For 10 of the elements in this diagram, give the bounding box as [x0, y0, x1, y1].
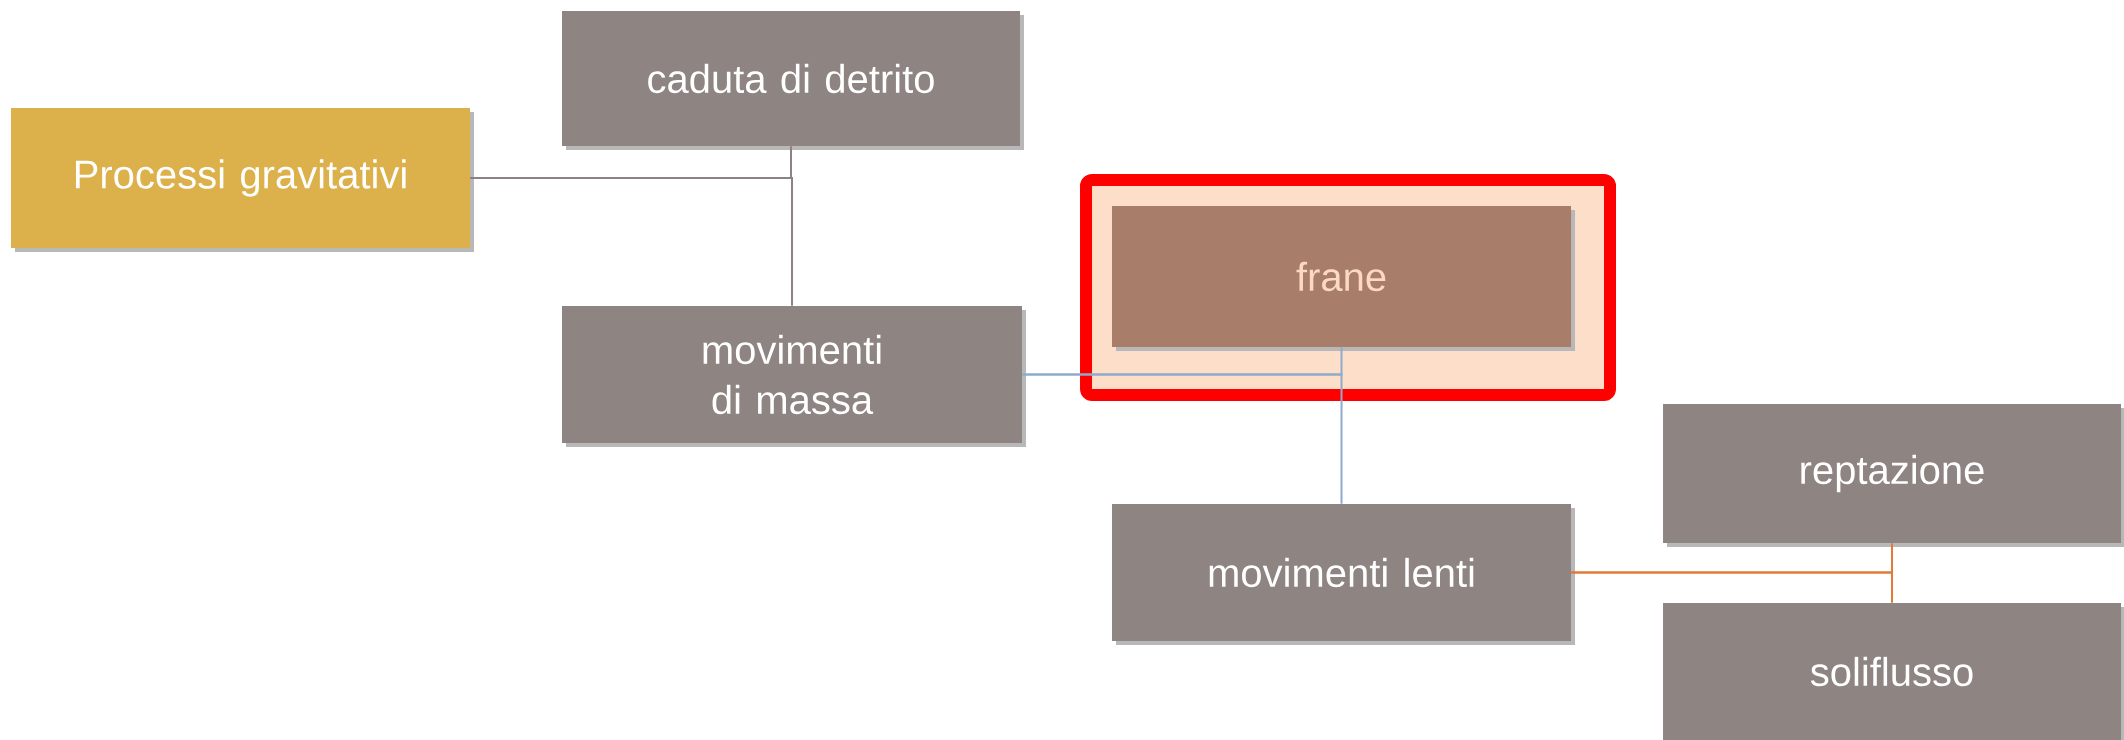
process-box: frane	[1112, 206, 1575, 351]
connector-line	[1570, 571, 1893, 604]
connector-line	[1021, 373, 1343, 505]
process-box: movimenti di massa	[562, 306, 1026, 447]
connector-line	[469, 177, 793, 307]
title-box: Processi gravitativi	[11, 108, 474, 252]
process-box: movimenti lenti	[1112, 504, 1575, 645]
process-box: soliflusso	[1663, 603, 2124, 740]
process-box: reptazione	[1663, 404, 2124, 547]
process-box: caduta di detrito	[562, 11, 1024, 150]
